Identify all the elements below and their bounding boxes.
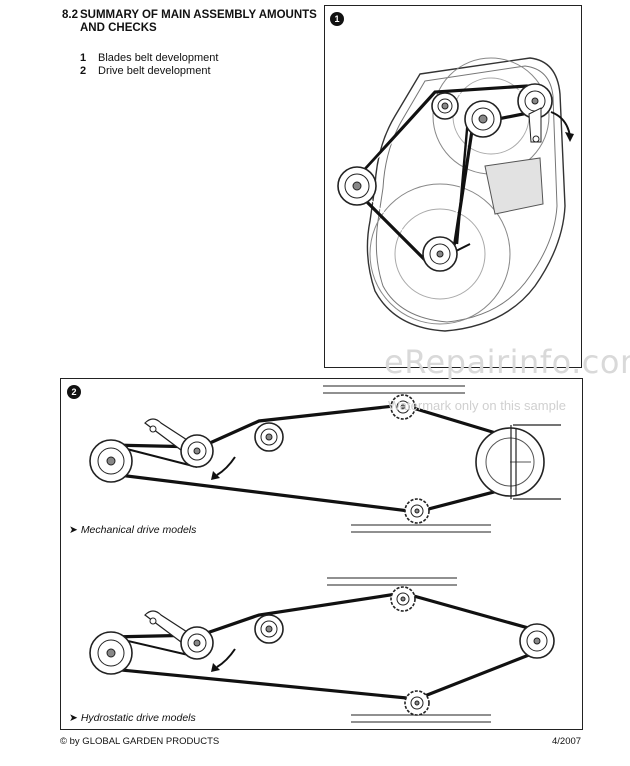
engine-pulley-mech: [89, 439, 133, 483]
blades-belt-diagram: [337, 57, 574, 332]
section-title-line1: SUMMARY OF MAIN ASSEMBLY AMOUNTS: [80, 9, 317, 21]
tension-arrow-mech: [216, 456, 236, 476]
caption-mechanical: ➤Mechanical drive models: [69, 524, 197, 536]
drive-belt-diagram: [89, 385, 561, 723]
idler-bottom-hydro: [404, 690, 430, 716]
figure-blades-belt: 1: [324, 5, 582, 368]
idler-mid-mech: [254, 422, 284, 452]
footer-date: 4/2007: [552, 736, 582, 747]
idler-top-hydro: [390, 586, 416, 612]
figure-badge: 2: [67, 385, 81, 399]
blade-disk-lower: [369, 183, 511, 325]
watermark-sub: Watermark only on this sample: [388, 398, 566, 413]
drive-belt-hydrostatic: [110, 591, 541, 701]
engine-pulley-hydro: [89, 631, 133, 675]
caption-hydrostatic: ➤Hydrostatic drive models: [69, 712, 196, 724]
tension-arrow-hydro: [216, 648, 236, 668]
drive-belt-mechanical: [110, 403, 515, 514]
footer-copyright: © by GLOBAL GARDEN PRODUCTS: [60, 736, 220, 747]
pulley-bottom: [422, 236, 458, 272]
pulley-top-center: [464, 100, 502, 138]
idler-bottom-mech: [404, 498, 430, 524]
hydrostatic-pulley: [519, 623, 555, 659]
section-number: 8.2: [62, 9, 78, 21]
pulley-top-left: [431, 92, 459, 120]
idler-mid-hydro: [254, 614, 284, 644]
idler-tension-mech: [144, 418, 214, 468]
figure-badge: 1: [330, 12, 344, 26]
idler-top-mech: [390, 394, 416, 420]
section-title-line2: AND CHECKS: [80, 22, 157, 34]
tensioner-arm: [528, 107, 542, 143]
watermark-main: eRepairinfo.com: [384, 343, 630, 381]
idler-tension-hydro: [144, 610, 214, 660]
figure-drive-belt: 2: [60, 378, 583, 730]
hydrostatic-drive-diagram: [110, 577, 541, 723]
pulley-left: [337, 166, 377, 206]
